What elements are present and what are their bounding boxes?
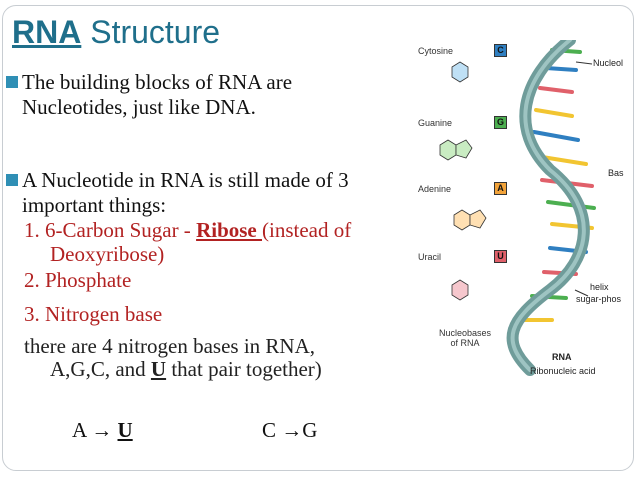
bullet-square-icon [6, 76, 18, 88]
uracil-label: Uracil [418, 252, 442, 262]
rna-figure: Cytosine C Guanine G Adenine A Uracil U … [400, 40, 636, 380]
title-rna: RNA [12, 14, 82, 50]
caption-line: of RNA [450, 338, 480, 348]
guanine-letter: G [494, 116, 507, 129]
pair-c: C [262, 418, 277, 442]
sugar-phosphate-label: sugar-phos [576, 294, 622, 304]
adenine-label: Adenine [418, 184, 452, 194]
item-sugar-cont: Deoxyribose) [50, 242, 165, 266]
rna-helix-diagram [439, 40, 596, 376]
pair-a-u: A → U [72, 418, 133, 443]
title-rest: Structure [81, 14, 221, 50]
pair-g: G [302, 418, 318, 442]
item-sugar: 1. 6-Carbon Sugar - Ribose (instead of [24, 218, 351, 243]
item-sugar-prefix: 1. 6-Carbon Sugar - [24, 218, 197, 242]
bullet-line: Nucleotides, just like DNA. [22, 95, 256, 119]
bullet-building-blocks: The building blocks of RNA are Nucleotid… [6, 70, 292, 120]
bullet-line: The building blocks of RNA are [22, 70, 293, 94]
bullet-nucleotide: A Nucleotide in RNA is still made of 3 i… [6, 168, 349, 218]
slide-frame [2, 5, 634, 471]
item-pair-text-end: that pair together) [166, 357, 322, 381]
item-nitrogen-base: 3. Nitrogen base [24, 302, 163, 326]
pair-a: A [72, 418, 87, 442]
arrow-right-icon: → [281, 418, 303, 442]
pair-c-g: C →G [262, 418, 317, 443]
nucleotide-label: Nucleol [593, 58, 624, 68]
bullet-line: important things: [22, 193, 167, 217]
nucleobases-caption: Nucleobases of RNA [430, 328, 500, 348]
item-phosphate: 2. Phosphate [24, 268, 132, 292]
pair-u: U [117, 418, 133, 442]
rna-title-label: RNA [552, 352, 572, 362]
rna-sub-label: Ribonucleic acid [530, 366, 596, 376]
item-pair-together: A,G,C, and U that pair together) [50, 357, 322, 382]
item-sugar-suffix: (instead of [262, 218, 352, 242]
caption-line: Nucleobases [438, 328, 492, 338]
arrow-right-icon: → [91, 418, 113, 442]
uracil-letter: U [494, 250, 507, 263]
slide-title: RNA Structure [12, 14, 220, 51]
bullet-square-icon [6, 174, 18, 186]
cytosine-label: Cytosine [418, 46, 454, 56]
item-u-letter: U [150, 357, 167, 381]
guanine-label: Guanine [418, 118, 453, 128]
cytosine-letter: C [494, 44, 507, 57]
base-label: Bas [608, 168, 624, 178]
helix-label: helix [590, 282, 609, 292]
ribose-word: Ribose [196, 218, 262, 242]
item-pair-text: A,G,C, and [50, 357, 151, 381]
adenine-letter: A [494, 182, 507, 195]
bullet-line: A Nucleotide in RNA is still made of 3 [22, 168, 349, 192]
item-four-bases: there are 4 nitrogen bases in RNA, [24, 334, 315, 358]
